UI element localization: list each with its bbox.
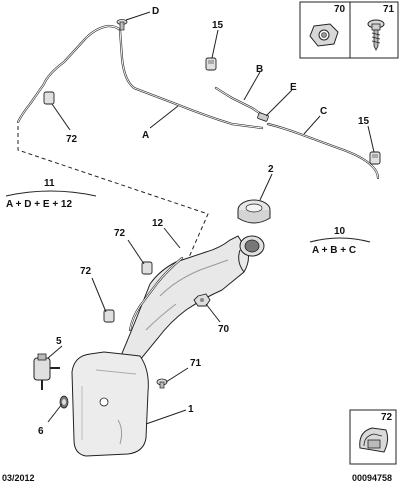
kit-10-number: 10 (334, 226, 346, 237)
footer-reference: 00094758 (352, 473, 392, 483)
callout-e: E (290, 82, 297, 93)
callout-72-mid: 72 (114, 228, 126, 239)
kit-10-formula: A + B + C (312, 245, 356, 256)
clip-72-mid[interactable] (141, 261, 153, 275)
callout-6: 6 (38, 426, 44, 437)
nut-70[interactable] (193, 293, 211, 307)
kit-11-number: 11 (44, 178, 55, 189)
dashed-guide-lines (17, 126, 209, 265)
kit-11: 11 A + D + E + 12 (5, 178, 97, 210)
washer-tank[interactable] (71, 351, 149, 457)
inset-70-label: 70 (334, 4, 346, 15)
screw-71[interactable] (156, 378, 168, 389)
kit-11-formula: A + D + E + 12 (6, 199, 72, 210)
callout-a: A (142, 130, 149, 141)
filler-cap[interactable] (237, 199, 271, 224)
leader-lines (47, 11, 375, 425)
callout-70: 70 (218, 324, 230, 335)
screw-d[interactable] (116, 19, 128, 31)
hose-12[interactable] (128, 256, 184, 332)
callout-2: 2 (268, 164, 274, 175)
callout-72-upper: 72 (66, 134, 78, 145)
inset-part-71[interactable]: 71 (349, 1, 399, 59)
callout-15-right: 15 (358, 116, 370, 127)
screw-icon (367, 19, 385, 51)
pump-seal[interactable] (59, 395, 69, 409)
callout-15-top: 15 (212, 20, 224, 31)
callout-5: 5 (56, 336, 62, 347)
inset-part-70[interactable]: 70 (299, 1, 351, 59)
hose-a[interactable] (16, 24, 264, 130)
callout-12: 12 (152, 218, 164, 229)
callout-c: C (320, 106, 327, 117)
callout-1: 1 (188, 404, 194, 415)
clip-15-top[interactable] (205, 57, 217, 71)
clip-icon (359, 427, 389, 453)
callout-72-low: 72 (80, 266, 92, 277)
inset-71-label: 71 (383, 4, 395, 15)
filler-neck[interactable] (119, 235, 249, 361)
connector-e[interactable] (257, 112, 269, 122)
clip-72-upper[interactable] (43, 91, 55, 105)
hose-c[interactable] (266, 122, 380, 180)
hose-b[interactable] (214, 86, 266, 118)
kit-10: 10 A + B + C (309, 226, 371, 256)
callout-71: 71 (190, 358, 202, 369)
footer-date: 03/2012 (2, 473, 35, 483)
clip-15-right[interactable] (369, 151, 381, 165)
inset-72-label: 72 (381, 412, 393, 423)
inset-part-72[interactable]: 72 (349, 409, 397, 465)
filler-neck-mouth[interactable] (238, 235, 265, 273)
washer-pump[interactable] (33, 353, 60, 390)
callout-d: D (152, 6, 159, 17)
clip-72-low[interactable] (103, 309, 115, 323)
callout-b: B (256, 64, 263, 75)
nut-icon (309, 23, 339, 47)
